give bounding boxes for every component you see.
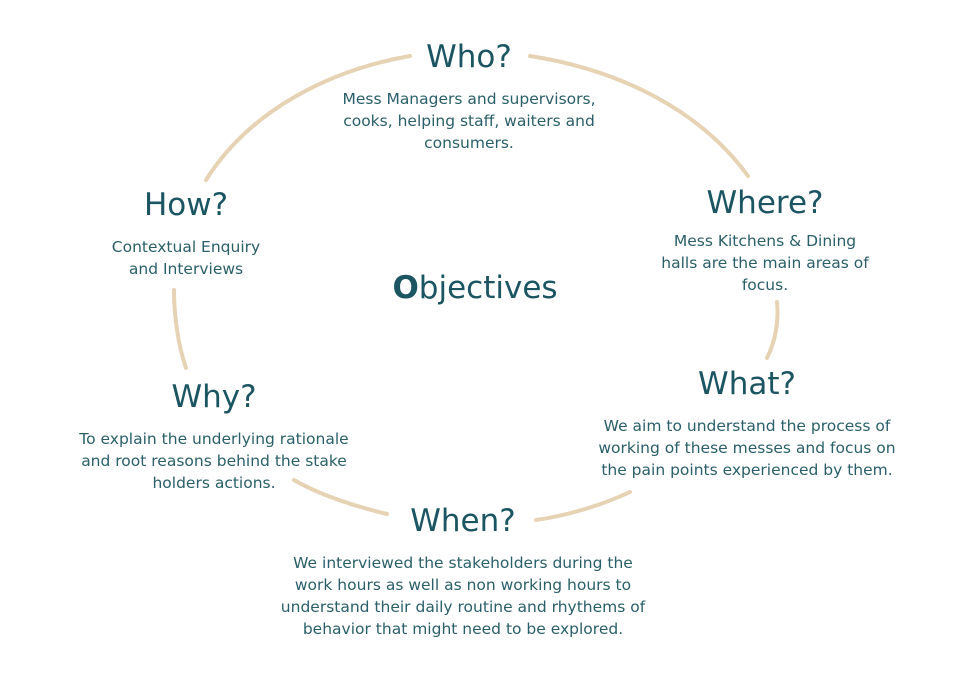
arc-where-what: [765, 300, 780, 360]
node-where: Where? Mess Kitchens & Dining halls are …: [660, 184, 870, 296]
node-where-text: Mess Kitchens & Dining halls are the mai…: [661, 232, 869, 294]
diagram-title-lead: O: [392, 270, 419, 306]
node-why-title: Why?: [171, 379, 257, 415]
node-who-text: Mess Managers and supervisors, cooks, he…: [342, 90, 596, 152]
arc-why-how: [172, 288, 188, 370]
node-when: When? We interviewed the stakeholders du…: [276, 502, 650, 640]
node-why-text: To explain the underlying rationale and …: [79, 430, 349, 492]
node-how: How? Contextual Enquiry and Interviews: [98, 186, 274, 280]
node-what: What? We aim to understand the process o…: [584, 365, 910, 481]
node-when-title: When?: [410, 503, 516, 539]
node-how-text: Contextual Enquiry and Interviews: [111, 238, 261, 278]
node-who: Who? Mess Managers and supervisors, cook…: [326, 38, 612, 154]
arc-who-where: [528, 54, 750, 178]
node-what-title: What?: [698, 366, 796, 402]
arc-what-when: [534, 490, 632, 522]
node-where-title: Where?: [706, 185, 824, 221]
diagram-title-rest: bjectives: [418, 270, 558, 306]
node-when-text: We interviewed the stakeholders during t…: [280, 554, 646, 638]
diagram-title: Objectives: [360, 268, 590, 308]
node-how-title: How?: [143, 187, 229, 223]
arc-how-who: [204, 54, 412, 182]
node-what-text: We aim to understand the process of work…: [598, 417, 896, 479]
node-why: Why? To explain the underlying rationale…: [66, 378, 362, 494]
node-who-title: Who?: [426, 39, 512, 75]
arc-when-why: [292, 478, 389, 516]
